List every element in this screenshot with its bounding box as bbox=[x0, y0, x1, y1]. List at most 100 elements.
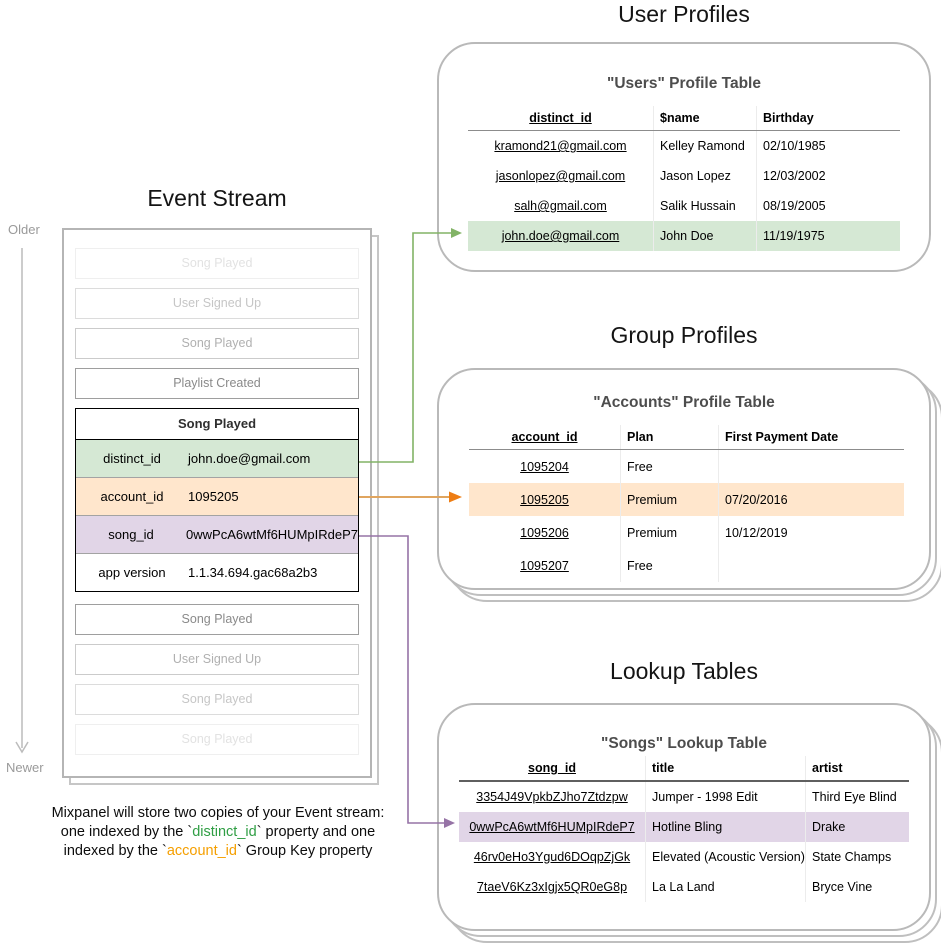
first-payment-date-cell: 10/12/2019 bbox=[725, 525, 788, 540]
birthday-cell: 11/19/1975 bbox=[763, 229, 825, 243]
artist-cell: Bryce Vine bbox=[812, 880, 873, 894]
birthday-cell: 02/10/1985 bbox=[763, 139, 826, 153]
event-row: User Signed Up bbox=[75, 644, 359, 675]
property-key: account_id bbox=[100, 489, 164, 504]
song-id-cell: 46rv0eHo3Ygud6DOqpZjGk bbox=[459, 842, 646, 872]
event-row: Song Played bbox=[75, 684, 359, 715]
users-table: distinct_id $name Birthday kramond21@gma… bbox=[468, 106, 900, 251]
song-id-cell: 3354J49VpkbZJho7Ztdzpw bbox=[459, 782, 646, 812]
caption-text: ` property and one bbox=[256, 824, 376, 840]
property-key: song_id bbox=[108, 527, 154, 542]
artist-cell: Drake bbox=[812, 820, 846, 834]
caption-line-2: one indexed by the `distinct_id` propert… bbox=[18, 823, 418, 842]
accounts-profile-card: "Accounts" Profile Table account_id Plan… bbox=[437, 368, 931, 590]
expanded-event-card: Song Played distinct_id john.doe@gmail.c… bbox=[75, 408, 359, 592]
event-row: Playlist Created bbox=[75, 368, 359, 399]
event-property-song-id: song_id 0wwPcA6wtMf6HUMpIRdeP7 bbox=[76, 515, 358, 553]
table-row: 3354J49VpkbZJho7Ztdzpw Jumper - 1998 Edi… bbox=[459, 782, 909, 812]
name-cell: Kelley Ramond bbox=[654, 131, 757, 161]
table-row: jasonlopez@gmail.com Jason Lopez 12/03/2… bbox=[468, 161, 900, 191]
table-row-highlighted: 1095205 Premium 07/20/2016 bbox=[469, 483, 904, 516]
newer-label: Newer bbox=[6, 760, 44, 775]
name-cell: Salik Hussain bbox=[654, 191, 757, 221]
distinct-id-cell: john.doe@gmail.com bbox=[468, 221, 654, 251]
event-row: Song Played bbox=[75, 248, 359, 279]
table-row: 1095204 Free bbox=[469, 450, 904, 483]
column-header: Birthday bbox=[763, 111, 814, 125]
table-row: 46rv0eHo3Ygud6DOqpZjGk Elevated (Acousti… bbox=[459, 842, 909, 872]
table-row: kramond21@gmail.com Kelley Ramond 02/10/… bbox=[468, 131, 900, 161]
column-header: account_id bbox=[469, 425, 621, 449]
column-header: First Payment Date bbox=[725, 430, 839, 444]
caption-text: ` Group Key property bbox=[236, 843, 373, 859]
title-cell: Jumper - 1998 Edit bbox=[646, 782, 806, 812]
plan-cell: Free bbox=[621, 549, 719, 582]
distinct-id-token: distinct_id bbox=[192, 824, 257, 840]
account-id-cell: 1095204 bbox=[469, 450, 621, 483]
table-row-highlighted: 0wwPcA6wtMf6HUMpIRdeP7 Hotline Bling Dra… bbox=[459, 812, 909, 842]
user-profiles-title: User Profiles bbox=[618, 1, 750, 27]
title-cell: La La Land bbox=[646, 872, 806, 902]
older-label: Older bbox=[8, 222, 40, 237]
column-header: title bbox=[646, 756, 806, 780]
property-value: john.doe@gmail.com bbox=[188, 451, 311, 466]
lookup-tables-title: Lookup Tables bbox=[610, 658, 758, 684]
event-row: User Signed Up bbox=[75, 288, 359, 319]
table-row: 7taeV6Kz3xIgjx5QR0eG8p La La Land Bryce … bbox=[459, 872, 909, 902]
timeline-arrow bbox=[15, 248, 29, 754]
distinct-id-cell: jasonlopez@gmail.com bbox=[468, 161, 654, 191]
songs-table: song_id title artist 3354J49VpkbZJho7Ztd… bbox=[459, 756, 909, 902]
artist-cell: State Champs bbox=[812, 850, 892, 864]
name-cell: Jason Lopez bbox=[654, 161, 757, 191]
table-row-highlighted: john.doe@gmail.com John Doe 11/19/1975 bbox=[468, 221, 900, 251]
event-property-app-version: app version 1.1.34.694.gac68a2b3 bbox=[76, 553, 358, 591]
event-stream-box: Song Played User Signed Up Song Played P… bbox=[62, 228, 372, 778]
title-cell: Elevated (Acoustic Version) bbox=[646, 842, 806, 872]
caption-line-3: indexed by the `account_id` Group Key pr… bbox=[18, 842, 418, 861]
column-header: song_id bbox=[459, 756, 646, 780]
name-cell: John Doe bbox=[654, 221, 757, 251]
event-row: Song Played bbox=[75, 604, 359, 635]
column-header: artist bbox=[812, 761, 843, 775]
account-id-cell: 1095206 bbox=[469, 516, 621, 549]
event-property-account-id: account_id 1095205 bbox=[76, 477, 358, 515]
birthday-cell: 08/19/2005 bbox=[763, 199, 826, 213]
distinct-id-cell: salh@gmail.com bbox=[468, 191, 654, 221]
artist-cell: Third Eye Blind bbox=[812, 790, 897, 804]
first-payment-date-cell: 07/20/2016 bbox=[725, 492, 788, 507]
plan-cell: Premium bbox=[621, 516, 719, 549]
account-id-cell: 1095205 bbox=[469, 483, 621, 516]
table-row: salh@gmail.com Salik Hussain 08/19/2005 bbox=[468, 191, 900, 221]
songs-table-header: song_id title artist bbox=[459, 756, 909, 782]
property-value: 1095205 bbox=[188, 489, 239, 504]
column-header: distinct_id bbox=[468, 106, 654, 130]
event-row: Song Played bbox=[75, 328, 359, 359]
users-table-title: "Users" Profile Table bbox=[607, 75, 761, 92]
distinct-id-cell: kramond21@gmail.com bbox=[468, 131, 654, 161]
account-id-cell: 1095207 bbox=[469, 549, 621, 582]
plan-cell: Free bbox=[621, 450, 719, 483]
caption-text: indexed by the ` bbox=[63, 843, 167, 859]
event-row: Song Played bbox=[75, 724, 359, 755]
song-id-cell: 7taeV6Kz3xIgjx5QR0eG8p bbox=[459, 872, 646, 902]
accounts-table: account_id Plan First Payment Date 10952… bbox=[469, 425, 904, 582]
property-value: 1.1.34.694.gac68a2b3 bbox=[188, 565, 318, 580]
plan-cell: Premium bbox=[621, 483, 719, 516]
expanded-event-name: Song Played bbox=[76, 409, 358, 440]
column-header: Plan bbox=[621, 425, 719, 449]
songs-table-title: "Songs" Lookup Table bbox=[601, 735, 767, 752]
event-stream-title: Event Stream bbox=[147, 185, 287, 211]
users-table-header: distinct_id $name Birthday bbox=[468, 106, 900, 131]
table-row: 1095207 Free bbox=[469, 549, 904, 582]
account-id-token: account_id bbox=[166, 843, 237, 859]
group-profiles-title: Group Profiles bbox=[610, 322, 758, 348]
caption-text: one indexed by the ` bbox=[60, 824, 193, 840]
title-cell: Hotline Bling bbox=[646, 812, 806, 842]
accounts-table-header: account_id Plan First Payment Date bbox=[469, 425, 904, 450]
event-property-distinct-id: distinct_id john.doe@gmail.com bbox=[76, 440, 358, 477]
users-profile-card: "Users" Profile Table distinct_id $name … bbox=[437, 42, 931, 272]
event-stream-caption: Mixpanel will store two copies of your E… bbox=[18, 804, 418, 861]
songs-lookup-card: "Songs" Lookup Table song_id title artis… bbox=[437, 703, 931, 931]
property-key: app version bbox=[98, 565, 166, 580]
